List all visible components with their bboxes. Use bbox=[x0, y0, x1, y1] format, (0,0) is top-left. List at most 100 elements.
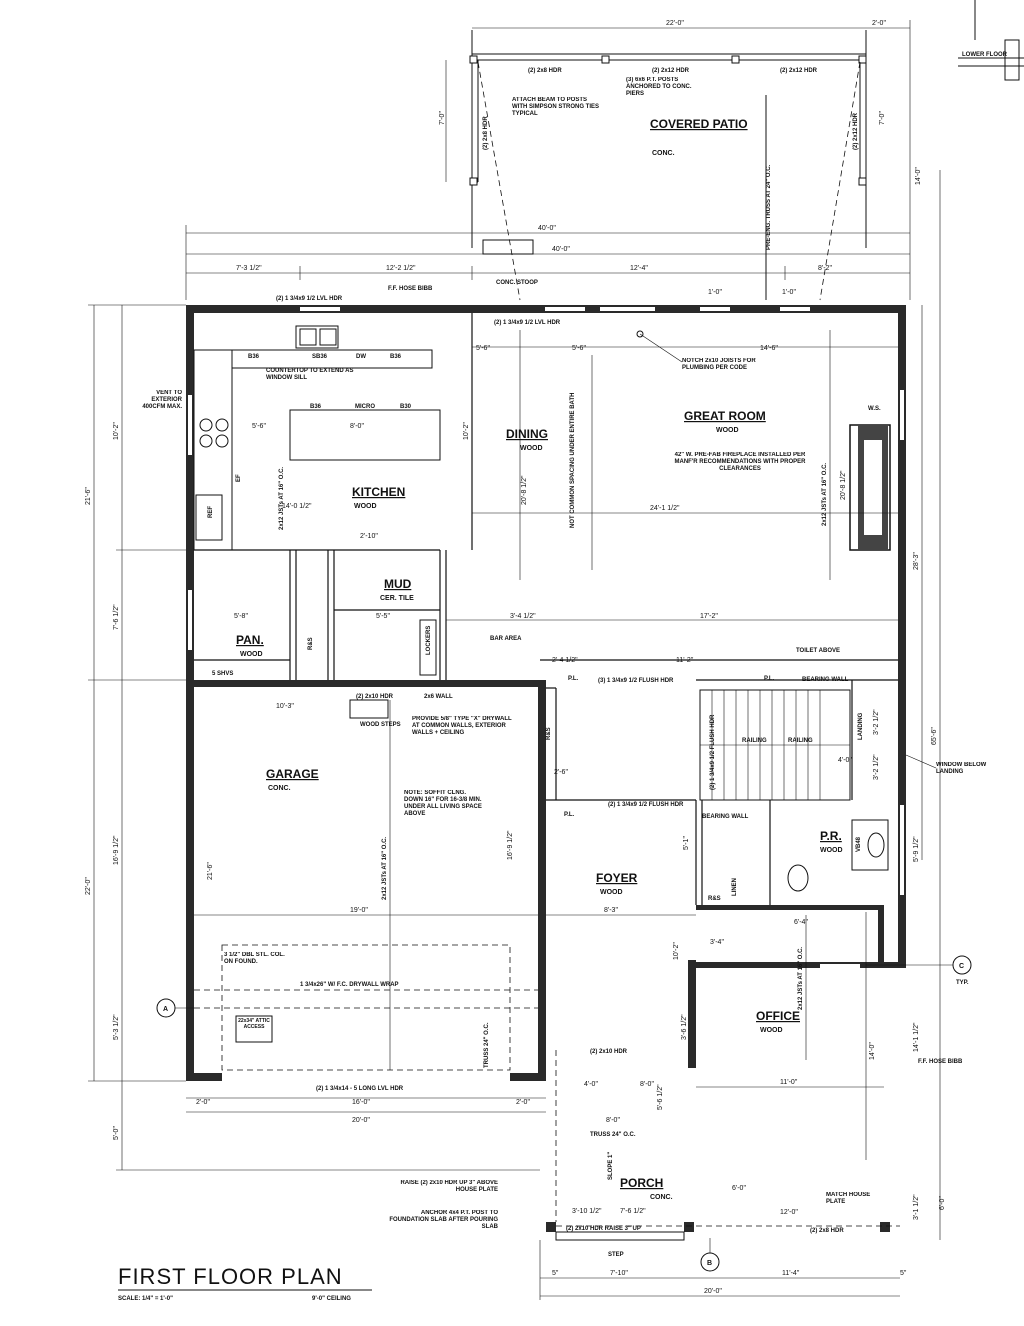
pr-label: P.R. bbox=[820, 829, 842, 843]
dim-kitchen-height: 10'-2" bbox=[463, 422, 470, 440]
dim-porch-a: 4'-0" bbox=[584, 1081, 598, 1088]
note-window-below: WINDOW BELOW LANDING bbox=[936, 762, 986, 775]
dim-office-top: 6'-4" bbox=[794, 919, 808, 926]
dim-left-21: 21'-6" bbox=[85, 487, 92, 505]
dining-floor: WOOD bbox=[520, 445, 543, 452]
kitchen-cabinets bbox=[193, 325, 441, 551]
dim-left-5b: 5'-0" bbox=[113, 1126, 120, 1140]
foyer-label: FOYER bbox=[596, 871, 638, 885]
truss-porch: TRUSS 24" O.C. bbox=[590, 1132, 636, 1138]
pl-2: P.L. bbox=[764, 676, 775, 682]
dim-office-vertical: 3'-6 1/2" bbox=[681, 1014, 688, 1040]
dim-bottom-total: 20'-0" bbox=[704, 1288, 722, 1295]
cab-dw: DW bbox=[356, 354, 366, 360]
dim-kitchen-b: 8'-0" bbox=[350, 423, 364, 430]
dim-left-10: 10'-2" bbox=[113, 422, 120, 440]
dim-dining-a: 5'-6" bbox=[476, 345, 490, 352]
cab-b36-c: B36 bbox=[310, 404, 322, 410]
step-label: STEP bbox=[608, 1252, 624, 1258]
kitchen-label: KITCHEN bbox=[352, 485, 405, 499]
toilet-above: TOILET ABOVE bbox=[796, 648, 840, 654]
office-floor: WOOD bbox=[760, 1027, 783, 1034]
dim-garage-bottom-3: 2'-0" bbox=[516, 1099, 530, 1106]
patio-header-1: (2) 2x8 HDR bbox=[528, 68, 562, 74]
dim-pantry-width: 5'-8" bbox=[234, 613, 248, 620]
patio-side-header-right: (2) 2x12 HDR bbox=[853, 112, 859, 150]
dim-bottom-d: 5" bbox=[900, 1270, 907, 1277]
mud-floor: CER. TILE bbox=[380, 595, 414, 602]
garage-header: (2) 1 3/4x14 - 5 LONG LVL HDR bbox=[316, 1086, 404, 1092]
office-label: OFFICE bbox=[756, 1009, 800, 1023]
great-room-label: GREAT ROOM bbox=[684, 409, 766, 423]
dim-window-2: 1'-0" bbox=[782, 289, 796, 296]
note-joists-kitchen: 2x12 JSTs AT 16" O.C. bbox=[279, 467, 285, 530]
lvl-header-top: (2) 1 3/4x9 1/2 LVL HDR bbox=[276, 296, 343, 302]
pan-floor: WOOD bbox=[240, 651, 263, 658]
porch-structure bbox=[539, 1050, 900, 1300]
dim-office-height-2: 14'-1 1/2" bbox=[913, 1022, 920, 1052]
dim-porch-e: 6'-0" bbox=[732, 1185, 746, 1192]
dim-bar-d: 11'-2" bbox=[676, 657, 694, 664]
cab-b30: B30 bbox=[400, 404, 412, 410]
dim-porch-f: 12'-0" bbox=[780, 1209, 798, 1216]
mud-label: MUD bbox=[384, 577, 412, 591]
dim-patio-width: 22'-0" bbox=[666, 20, 684, 27]
dim-foyer-2: 10'-2" bbox=[673, 942, 680, 960]
dim-mud-width-2: 5'-5" bbox=[376, 613, 390, 620]
note-dbl-stl: 3 1/2" DBL STL. COL. ON FOUND. bbox=[224, 952, 285, 965]
cab-b36-a: B36 bbox=[248, 354, 260, 360]
dim-office-height: 14'-0" bbox=[869, 1042, 876, 1060]
plan-ceiling: 9'-0" CEILING bbox=[312, 1296, 351, 1302]
cab-ef: EF bbox=[236, 474, 242, 482]
note-notch: NOTCH 2x10 JOISTS FOR PLUMBING PER CODE bbox=[682, 358, 756, 371]
lockers-label: LOCKERS bbox=[426, 626, 432, 655]
grid-b-label: B bbox=[707, 1260, 712, 1267]
bar-area-label: BAR AREA bbox=[490, 636, 522, 642]
patio-header-2: (2) 2x12 HDR bbox=[652, 68, 690, 74]
dining-label: DINING bbox=[506, 427, 548, 441]
note-anchor-post: ANCHOR 4x4 P.T. POST TO FOUNDATION SLAB … bbox=[389, 1210, 498, 1230]
patio-header-3: (2) 2x12 HDR bbox=[780, 68, 818, 74]
vanity bbox=[851, 819, 889, 871]
dim-hall-a: 3'-4" bbox=[710, 939, 724, 946]
note-attach-beam: ATTACH BEAM TO POSTS WITH SIMPSON STRONG… bbox=[512, 97, 599, 117]
dim-dining-height: 20'-8 1/2" bbox=[521, 475, 528, 505]
hose-bibb-top: F.F. HOSE BIBB bbox=[388, 286, 433, 292]
dim-porch-d: 5'-6 1/2" bbox=[657, 1084, 664, 1110]
dim-foyer-height: 5'-1" bbox=[683, 836, 690, 850]
garage-label: GARAGE bbox=[266, 767, 319, 781]
vanity-label: VB48 bbox=[856, 836, 862, 852]
dim-porch-g: 3'-10 1/2" bbox=[572, 1208, 602, 1215]
dim-pr-height: 5'-9 1/2" bbox=[913, 836, 920, 862]
patio-side-header: (2) 2x8 HDR bbox=[483, 116, 489, 150]
dim-office-width: 11'-0" bbox=[780, 1079, 798, 1086]
bearing-wall-1: BEARING WALL bbox=[802, 677, 849, 683]
note-pt-posts: (3) 6x6 P.T. POSTS ANCHORED TO CONC. PIE… bbox=[626, 77, 692, 97]
attic-access bbox=[235, 1015, 273, 1043]
vanity-sink bbox=[867, 832, 885, 858]
dim-overall-40-b: 40'-0" bbox=[552, 246, 570, 253]
dim-kitchen-a: 5'-6" bbox=[252, 423, 266, 430]
truss-garage: TRUSS 24" O.C. bbox=[484, 1022, 490, 1068]
dim-garage-bottom-2: 16'-0" bbox=[352, 1099, 370, 1106]
flush-header-3: (2) 1 3/4x9 1/2 FLUSH HDR bbox=[710, 714, 716, 790]
wood-steps-label: WOOD STEPS bbox=[360, 722, 401, 728]
porch-floor: CONC. bbox=[650, 1194, 673, 1201]
note-match-plate: MATCH HOUSE PLATE bbox=[826, 1192, 870, 1205]
dim-bottom-c: 11'-4" bbox=[782, 1270, 800, 1277]
porch-header-3: (2) 2x8 HDR bbox=[810, 1228, 844, 1234]
dim-bottom-b: 7'-10" bbox=[610, 1270, 628, 1277]
dim-patio-height-right: 7'-0" bbox=[879, 111, 886, 125]
right-dimension-lines bbox=[921, 170, 941, 1240]
note-not-common: NOT COMMON SPACING UNDER ENTIRE BATH bbox=[570, 393, 576, 528]
cab-b36-b: B36 bbox=[390, 354, 402, 360]
garage-floor: CONC. bbox=[268, 785, 291, 792]
dim-right-65: 65'-6" bbox=[931, 727, 938, 745]
note-joists-garage: 2x12 JSTs AT 16" O.C. bbox=[382, 837, 388, 900]
rs-1: R&S bbox=[308, 637, 314, 650]
dim-great-room-length: 24'-1 1/2" bbox=[650, 505, 680, 512]
note-vent: VENT TO EXTERIOR 400CFM MAX. bbox=[142, 390, 182, 410]
pantry-shelves: 5 SHVS bbox=[212, 671, 233, 677]
dim-stair-c: 3'-2 1/2" bbox=[873, 754, 880, 780]
